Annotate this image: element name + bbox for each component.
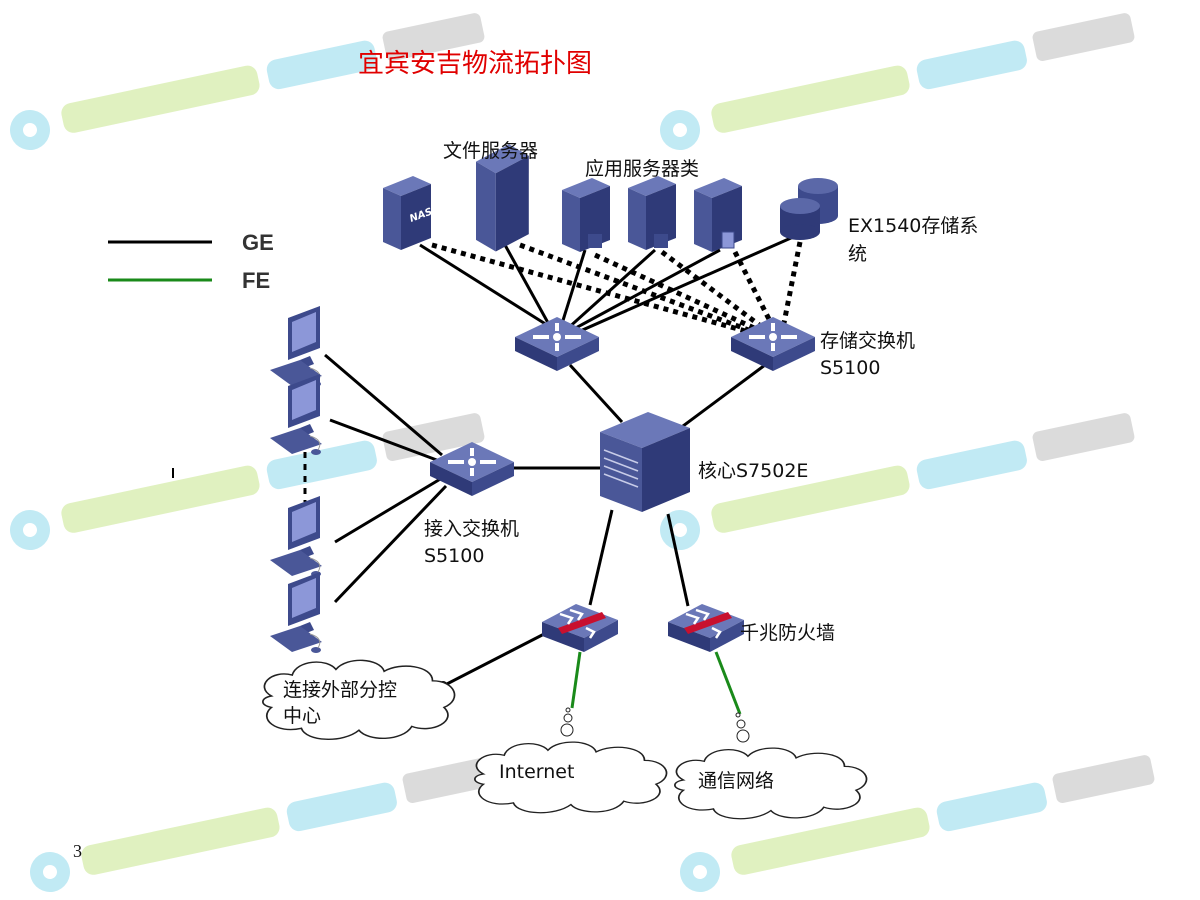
page-number: 3 bbox=[73, 841, 82, 861]
pc-2-icon bbox=[269, 373, 323, 456]
file-server-label: 文件服务器 bbox=[443, 140, 538, 162]
legend-ge-label: GE bbox=[242, 230, 274, 255]
storage-links bbox=[431, 241, 803, 338]
diagram-title: 宜宾安吉物流拓扑图 bbox=[358, 49, 592, 79]
access-switch-label-1: 接入交换机 bbox=[424, 518, 519, 540]
pc-4-icon bbox=[269, 571, 323, 654]
internet-cloud-bubbles bbox=[560, 707, 750, 743]
app-server-3-icon bbox=[694, 178, 742, 252]
legend: GE FE bbox=[108, 230, 274, 293]
core-switch-icon bbox=[600, 412, 690, 512]
branch-cloud-label-1: 连接外部分控 bbox=[283, 679, 397, 701]
server-switch-icon bbox=[513, 315, 601, 373]
internet-label: Internet bbox=[499, 761, 574, 783]
storage-system-icon bbox=[780, 178, 838, 240]
telecom-label: 通信网络 bbox=[698, 770, 774, 792]
ge-links bbox=[324, 232, 801, 688]
pc-3-icon bbox=[269, 495, 323, 578]
nas-server-icon: NAS bbox=[383, 176, 434, 250]
app-server-2-icon bbox=[628, 176, 676, 250]
app-servers-label: 应用服务器类 bbox=[585, 158, 699, 180]
fe-links bbox=[570, 651, 742, 715]
pc-1-icon bbox=[269, 305, 323, 388]
access-switch-label-2: S5100 bbox=[424, 545, 484, 567]
legend-fe-label: FE bbox=[242, 268, 270, 293]
firewall-2-icon bbox=[666, 602, 746, 654]
firewall-1-icon bbox=[540, 602, 620, 654]
app-server-1-icon bbox=[562, 178, 610, 252]
firewall-label: 千兆防火墙 bbox=[740, 622, 835, 644]
storage-system-label-2: 统 bbox=[848, 243, 867, 265]
storage-switch-label-1: 存储交换机 bbox=[820, 330, 915, 352]
core-label: 核心S7502E bbox=[698, 460, 808, 482]
branch-cloud-label-2: 中心 bbox=[283, 705, 321, 727]
storage-system-label-1: EX1540存储系 bbox=[848, 215, 978, 237]
storage-switch-label-2: S5100 bbox=[820, 357, 880, 379]
